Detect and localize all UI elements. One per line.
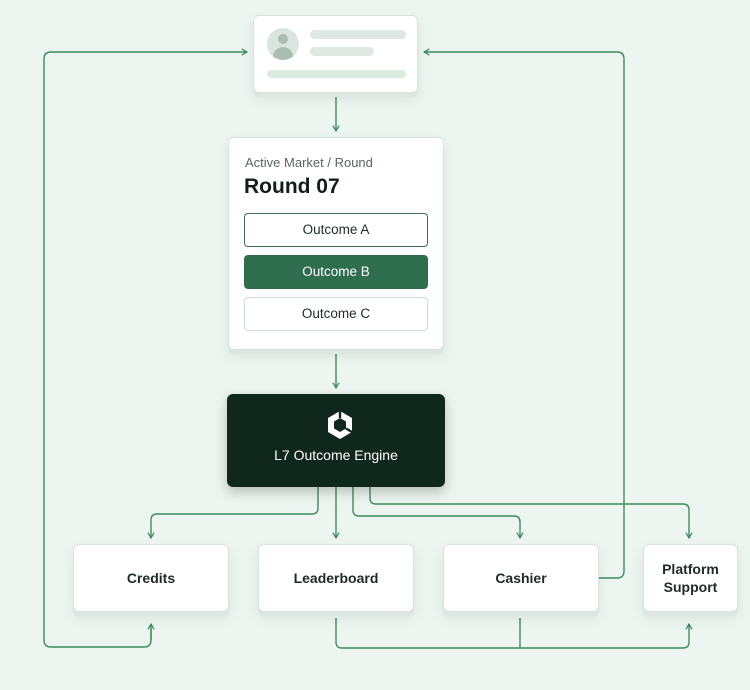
- hexagon-logo-icon: [328, 411, 353, 439]
- profile-footer-placeholder: [267, 70, 406, 78]
- round-title: Round 07: [244, 175, 340, 198]
- engine-label: L7 Outcome Engine: [274, 447, 398, 463]
- arrow-engine-to-cashier: [352, 487, 524, 539]
- user-profile-card[interactable]: [253, 15, 418, 93]
- cashier-node[interactable]: Cashier: [443, 544, 599, 612]
- outcome-c-button[interactable]: Outcome C: [244, 297, 428, 331]
- arrow-bottom-bus: [335, 618, 693, 649]
- arrow-engine-to-support: [369, 487, 693, 539]
- outcome-b-button[interactable]: Outcome B: [244, 255, 428, 289]
- arrow-engine-to-credits: [147, 487, 319, 539]
- outcome-engine-node: L7 Outcome Engine: [227, 394, 445, 487]
- credits-node[interactable]: Credits: [73, 544, 229, 612]
- avatar-icon: [267, 28, 299, 60]
- arrow-loop-right: [423, 48, 625, 579]
- profile-name-placeholder: [310, 30, 406, 39]
- profile-subtitle-placeholder: [310, 47, 374, 56]
- leaderboard-node[interactable]: Leaderboard: [258, 544, 414, 612]
- market-label: Active Market / Round: [245, 155, 373, 170]
- active-market-card: Active Market / Round Round 07 Outcome A…: [228, 137, 444, 350]
- arrow-loop-left: [43, 48, 248, 648]
- outcome-a-button[interactable]: Outcome A: [244, 213, 428, 247]
- platform-support-node[interactable]: Platform Support: [643, 544, 738, 612]
